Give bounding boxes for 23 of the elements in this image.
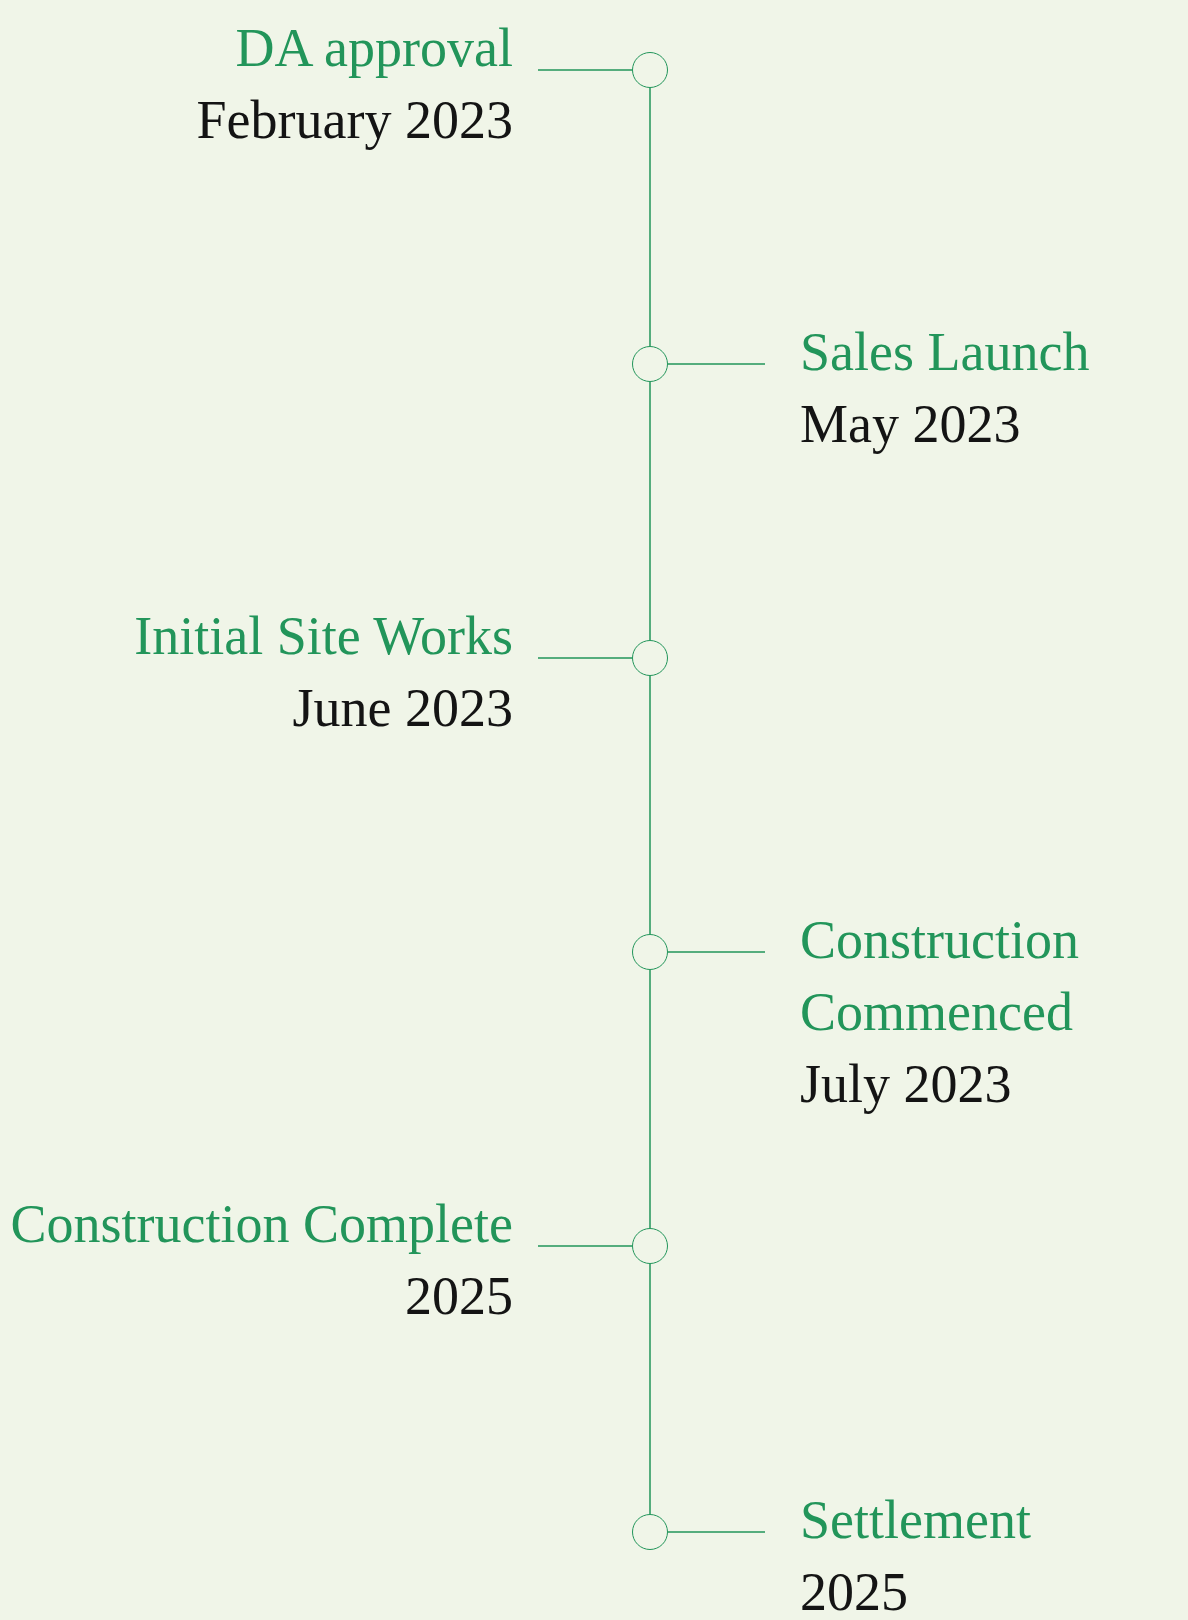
timeline-line [649, 87, 651, 347]
milestone-date: May 2023 [800, 393, 1022, 456]
leader-line [667, 1531, 766, 1533]
leader-line [667, 363, 766, 365]
milestone-date: 2025 [404, 1265, 513, 1328]
milestone-title: Settlement [800, 1489, 1032, 1552]
timeline-line [649, 1263, 651, 1515]
milestone-date: 2025 [800, 1561, 909, 1620]
leader-line [537, 1245, 633, 1247]
leader-line [537, 657, 633, 659]
timeline-line [649, 381, 651, 641]
milestone-date: July 2023 [800, 1053, 1013, 1116]
milestone-date: February 2023 [195, 89, 513, 152]
milestone-date: June 2023 [291, 677, 513, 740]
timeline-line [649, 675, 651, 935]
leader-line [667, 951, 766, 953]
leader-line [537, 69, 633, 71]
milestone-title: DA approval [234, 17, 513, 80]
milestone-title: Sales Launch [800, 321, 1091, 384]
milestone-title: Construction Commenced [800, 909, 1080, 1044]
milestone-title: Construction Complete [10, 1193, 513, 1256]
milestone-title: Initial Site Works [133, 605, 513, 668]
timeline-line [649, 969, 651, 1229]
